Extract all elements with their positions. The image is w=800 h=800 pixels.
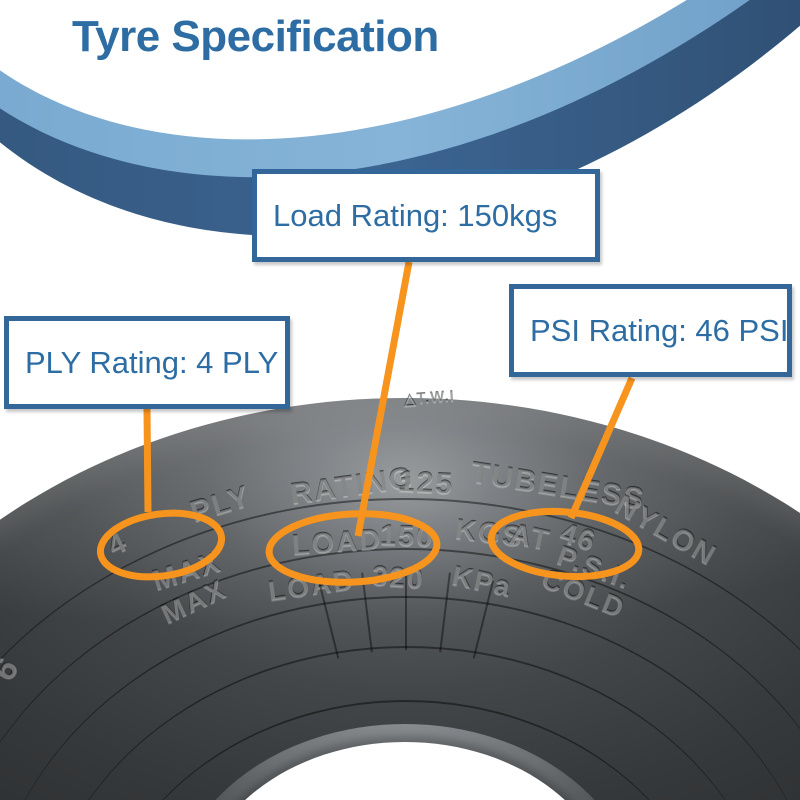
load-highlight-ellipse bbox=[265, 510, 441, 586]
psi-leader-line bbox=[567, 376, 636, 520]
tread-groove bbox=[0, 548, 800, 800]
tread-groove bbox=[38, 646, 776, 800]
callout-ply-rating-label: PLY Rating: 4 PLY bbox=[25, 345, 279, 380]
load-leader-line bbox=[354, 261, 413, 537]
ply-highlight-ellipse bbox=[96, 509, 226, 581]
tread-groove bbox=[92, 700, 720, 800]
callout-psi-rating-label: PSI Rating: 46 PSI bbox=[530, 313, 789, 348]
psi-highlight-ellipse bbox=[487, 507, 643, 581]
tread-groove bbox=[0, 596, 800, 800]
tread-groove bbox=[0, 498, 800, 800]
tread-sipe bbox=[405, 570, 407, 650]
callout-psi-rating[interactable]: PSI Rating: 46 PSI bbox=[509, 284, 792, 377]
callout-load-rating-label: Load Rating: 150kgs bbox=[273, 198, 558, 233]
callout-load-rating[interactable]: Load Rating: 150kgs bbox=[252, 169, 600, 262]
callout-ply-rating[interactable]: PLY Rating: 4 PLY bbox=[4, 316, 290, 409]
ply-leader-line bbox=[143, 408, 152, 513]
